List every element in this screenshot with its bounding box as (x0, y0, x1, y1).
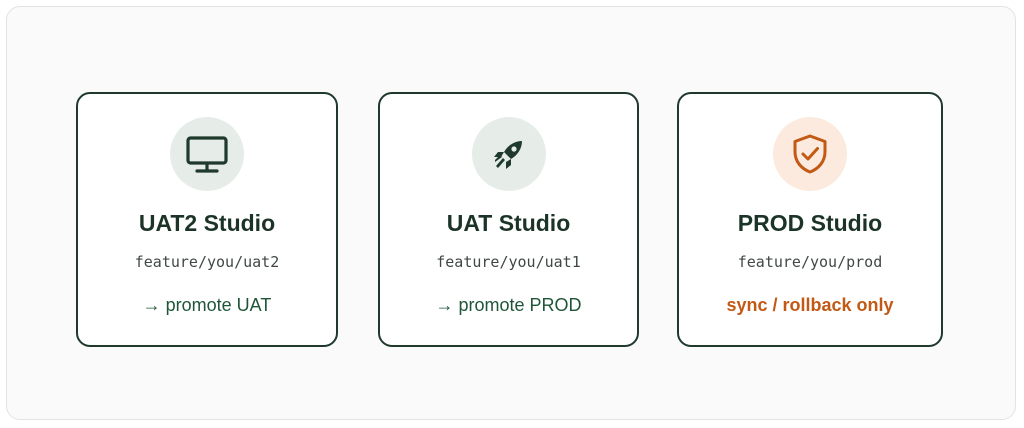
card-action: → promote UAT (142, 295, 272, 315)
diagram-frame: UAT2 Studio feature/you/uat2 → promote U… (6, 6, 1016, 420)
card-title: UAT2 Studio (138, 210, 276, 236)
card-branch: feature/you/uat1 (436, 253, 581, 271)
rocket-icon (471, 117, 546, 191)
card-uat-studio: UAT Studio feature/you/uat1 → promote PR… (378, 92, 639, 347)
card-title: PROD Studio (737, 210, 883, 236)
card-title: UAT Studio (446, 210, 571, 236)
card-action: → promote PROD (435, 295, 582, 315)
card-branch: feature/you/prod (737, 253, 883, 271)
card-branch: feature/you/uat2 (134, 253, 280, 271)
monitor-icon (170, 117, 244, 191)
card-prod-studio: PROD Studio feature/you/prod sync / roll… (677, 92, 943, 347)
shield-check-icon (773, 117, 847, 191)
card-action: sync / rollback only (726, 295, 894, 315)
card-uat2-studio: UAT2 Studio feature/you/uat2 → promote U… (76, 92, 338, 347)
